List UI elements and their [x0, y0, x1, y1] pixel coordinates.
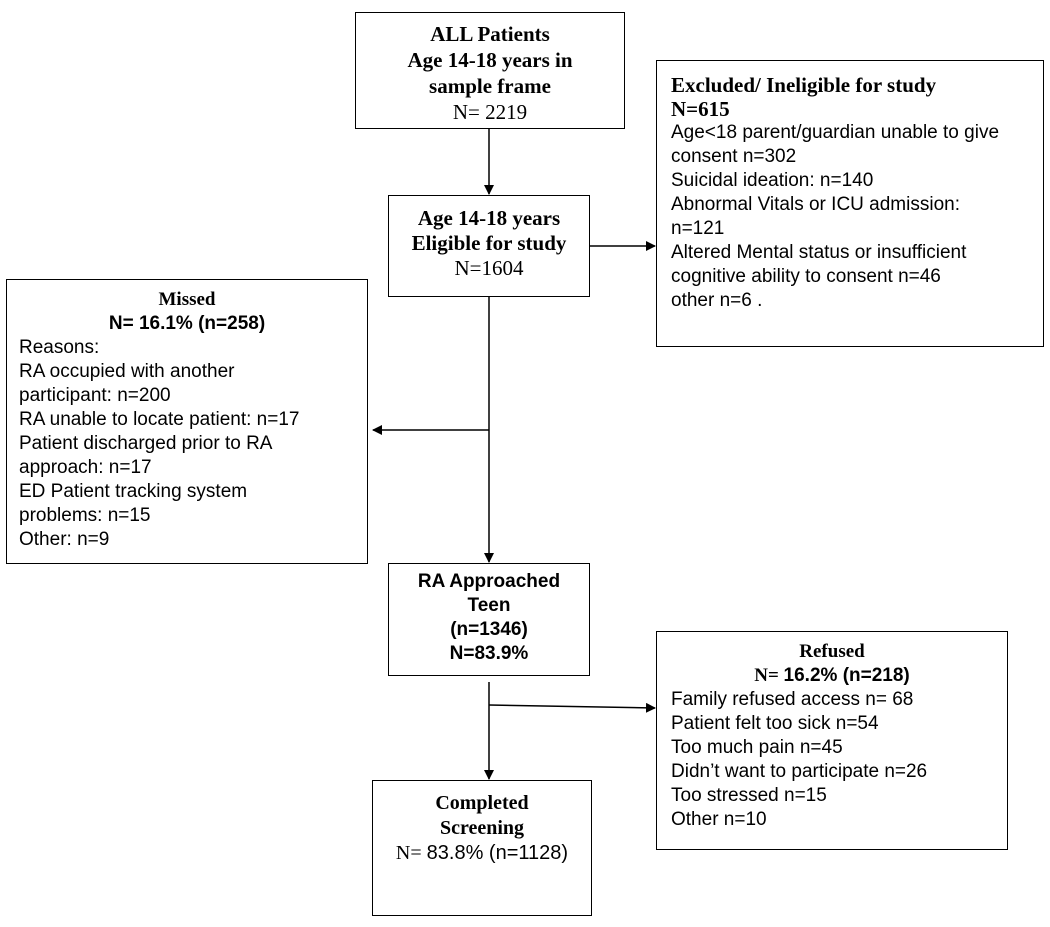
- eligible-box: Age 14-18 years Eligible for study N=160…: [388, 195, 590, 297]
- completed-count: N= 83.8% (n=1128): [373, 841, 591, 866]
- excluded-box: Excluded/ Ineligible for study N=615 Age…: [656, 60, 1044, 347]
- completed-box: Completed Screening N= 83.8% (n=1128): [372, 780, 592, 916]
- all-patients-title-line-3: sample frame: [429, 74, 551, 98]
- refused-line: Didn’t want to participate n=26: [671, 761, 928, 782]
- missed-line: Patient discharged prior to RA: [19, 433, 273, 454]
- all-patients-title-line-1: ALL Patients: [430, 22, 550, 46]
- completed-count-prefix: N=: [395, 842, 427, 864]
- excluded-line: Age<18 parent/guardian unable to give: [671, 122, 1000, 143]
- refused-line: Family refused access n= 68: [671, 689, 914, 710]
- missed-line: problems: n=15: [19, 505, 151, 526]
- refused-line: Too stressed n=15: [671, 785, 827, 806]
- excluded-count: N=615: [671, 97, 730, 121]
- approached-box: RA Approached Teen (n=1346) N=83.9%: [388, 563, 590, 676]
- refused-count-value: 16.2% (n=218): [783, 665, 910, 686]
- excluded-line: consent n=302: [671, 146, 797, 167]
- missed-line: approach: n=17: [19, 457, 152, 478]
- completed-count-value: 83.8% (n=1128): [426, 842, 569, 864]
- excluded-line: cognitive ability to consent n=46: [671, 266, 941, 287]
- missed-line: ED Patient tracking system: [19, 481, 248, 502]
- eligible-count: N=1604: [454, 256, 524, 280]
- excluded-line: n=121: [671, 218, 725, 239]
- all-patients-box: ALL Patients Age 14-18 years in sample f…: [355, 12, 625, 129]
- missed-line: RA occupied with another: [19, 361, 235, 382]
- all-patients-title-line-2: Age 14-18 years in: [407, 48, 573, 72]
- excluded-line: Altered Mental status or insufficient: [671, 242, 967, 263]
- approached-line: RA Approached: [417, 571, 561, 592]
- arrow-to-refused: [488, 702, 656, 713]
- missed-title: Missed: [158, 289, 216, 310]
- eligible-title-line-2: Eligible for study: [411, 231, 567, 255]
- excluded-line: other n=6 .: [671, 290, 763, 311]
- refused-line: Patient felt too sick n=54: [671, 713, 879, 734]
- missed-line: Other: n=9: [19, 529, 110, 550]
- missed-count: N= 16.1% (n=258): [108, 313, 266, 334]
- excluded-line: Abnormal Vitals or ICU admission:: [671, 194, 960, 215]
- missed-line: participant: n=200: [19, 385, 171, 406]
- refused-line: Other n=10: [671, 809, 767, 830]
- refused-box: Refused N= 16.2% (n=218) Family refused …: [656, 631, 1008, 850]
- completed-title-line-1: Completed: [435, 792, 529, 814]
- refused-title: Refused: [799, 641, 865, 662]
- eligible-title-line-1: Age 14-18 years: [417, 206, 561, 230]
- all-patients-count: N= 2219: [452, 100, 528, 124]
- approached-line: (n=1346): [450, 619, 528, 640]
- missed-box: Missed N= 16.1% (n=258) Reasons: RA occu…: [6, 279, 368, 564]
- refused-count-prefix: N=: [754, 665, 784, 686]
- refused-count: N= 16.2% (n=218): [657, 664, 1007, 688]
- completed-title-line-2: Screening: [439, 817, 525, 839]
- missed-line: RA unable to locate patient: n=17: [19, 409, 300, 430]
- approached-line: N=83.9%: [449, 643, 529, 664]
- excluded-title: Excluded/ Ineligible for study: [671, 73, 937, 97]
- excluded-line: Suicidal ideation: n=140: [671, 170, 874, 191]
- missed-line: Reasons:: [19, 337, 100, 358]
- approached-line: Teen: [467, 595, 511, 616]
- refused-line: Too much pain n=45: [671, 737, 843, 758]
